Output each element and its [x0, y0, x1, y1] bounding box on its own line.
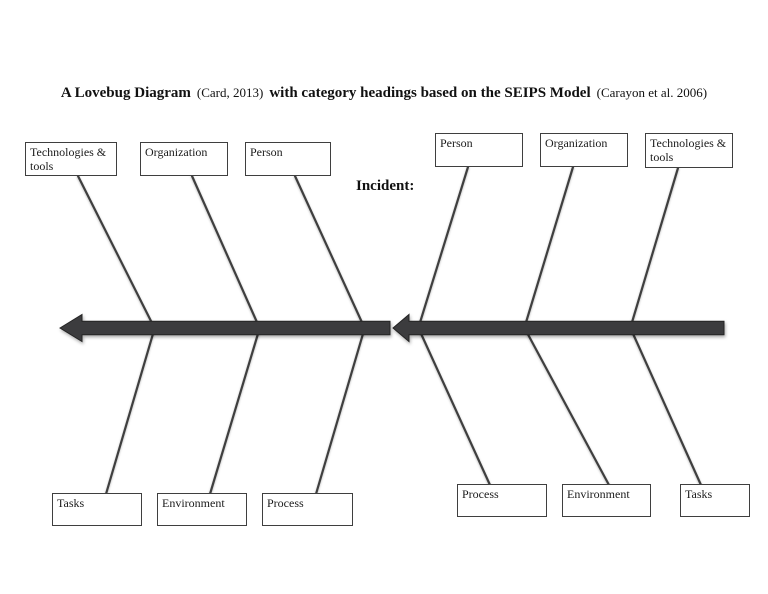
spine-arrow-left — [59, 313, 391, 343]
title-main: A Lovebug Diagram — [60, 85, 191, 101]
title-citation-carayon: (Carayon et al. 2006) — [596, 85, 708, 100]
bone-left-bottom-process — [314, 325, 367, 496]
category-box-left-environment: Environment — [157, 493, 247, 526]
category-box-left-person: Person — [245, 142, 331, 176]
bone-left-top-technologies — [76, 174, 157, 331]
bone-left-bottom-environment — [208, 325, 262, 496]
bone-left-bottom-tasks — [104, 325, 157, 496]
bone-left-top-organization — [190, 174, 262, 331]
bone-right-bottom-process — [416, 325, 492, 487]
bone-right-top-technologies — [628, 166, 680, 331]
bone-right-bottom-environment — [522, 325, 611, 487]
title-citation-card: (Card, 2013) — [196, 85, 264, 100]
spine-arrow-right — [392, 313, 725, 343]
category-box-left-process: Process — [262, 493, 353, 526]
bone-right-top-organization — [522, 165, 575, 331]
category-box-left-tasks: Tasks — [52, 493, 142, 526]
diagram-title: A Lovebug Diagram (Card, 2013) with catego… — [0, 84, 768, 102]
category-box-right-tasks: Tasks — [680, 484, 750, 517]
category-box-left-technologies-tools: Technologies & tools — [25, 142, 117, 176]
title-sub: with category headings based on the SEIP… — [269, 85, 591, 101]
category-box-right-process: Process — [457, 484, 547, 517]
bone-right-bottom-tasks — [628, 325, 703, 487]
bone-left-top-person — [293, 174, 367, 331]
category-box-right-person: Person — [435, 133, 523, 167]
bone-right-top-person — [416, 165, 470, 331]
category-box-left-organization: Organization — [140, 142, 228, 176]
incident-label: Incident: — [356, 178, 415, 194]
category-box-right-technologies-tools: Technologies & tools — [645, 133, 733, 168]
category-box-right-organization: Organization — [540, 133, 628, 167]
category-box-right-environment: Environment — [562, 484, 651, 517]
